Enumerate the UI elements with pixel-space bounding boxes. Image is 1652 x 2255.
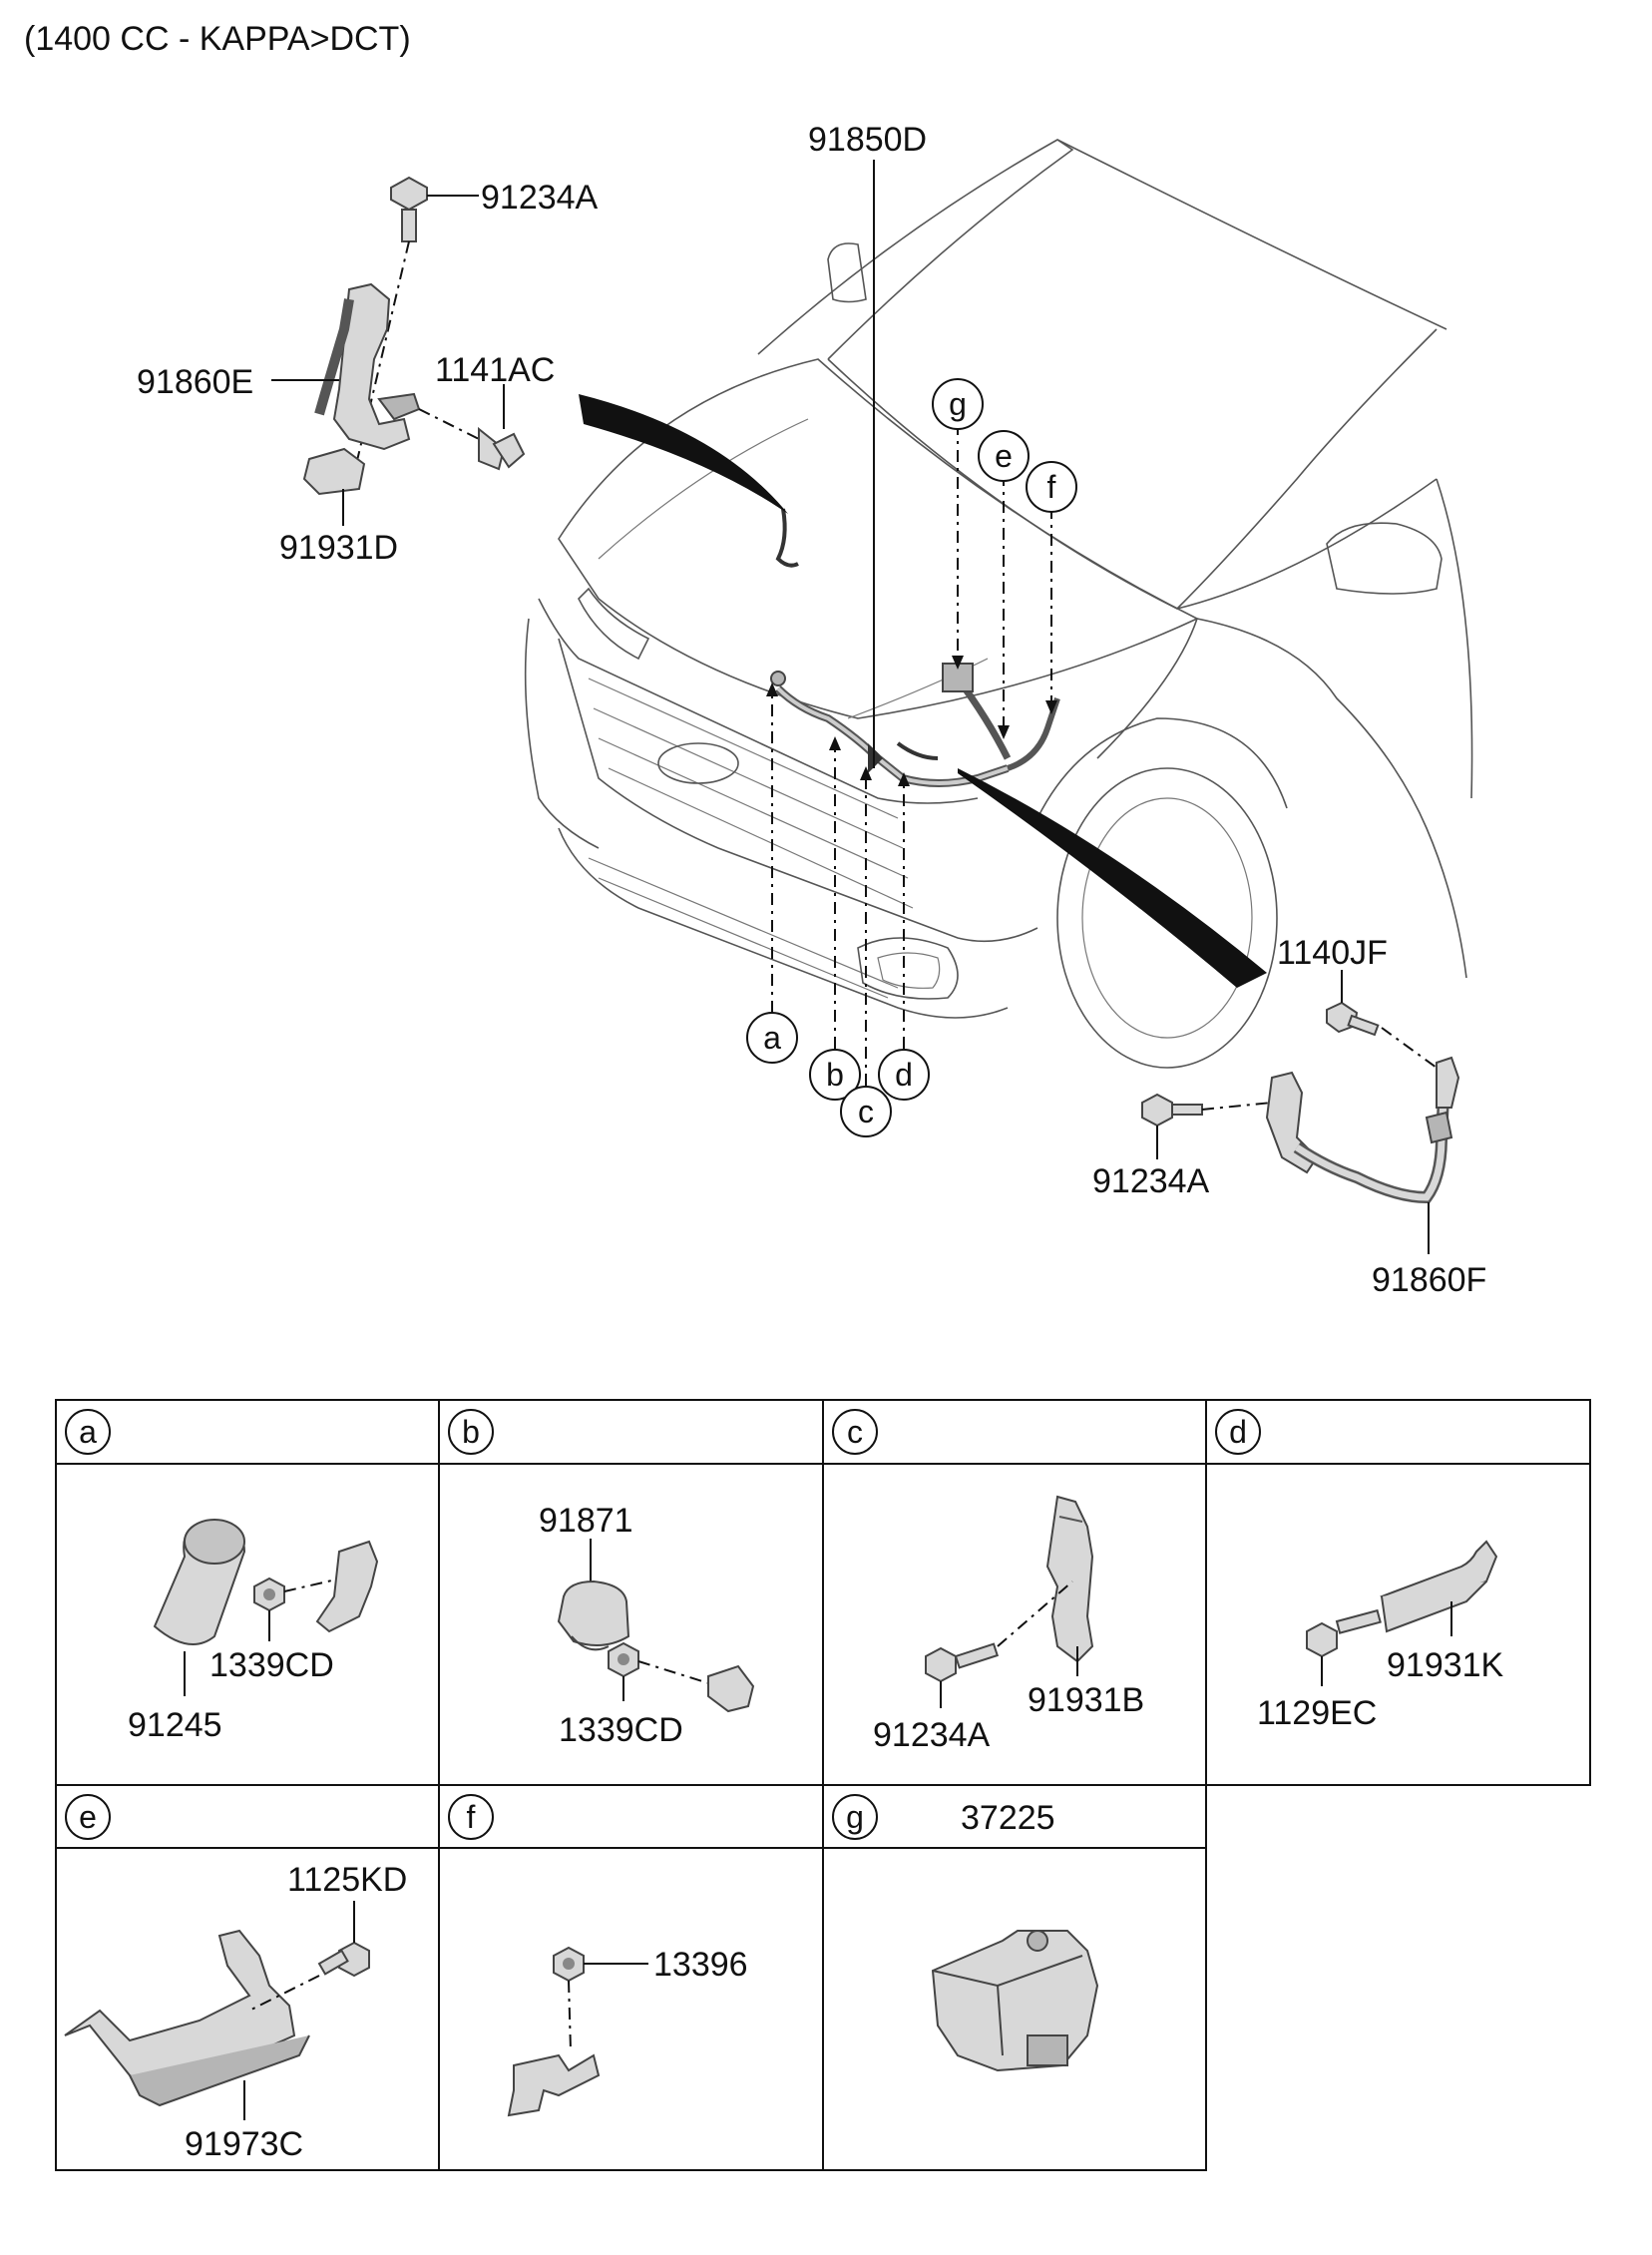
callout-letter-e: e (995, 438, 1013, 474)
cell-a-circle (65, 1409, 111, 1455)
cell-e-letter: e (79, 1799, 97, 1835)
cell-c-letter: c (847, 1414, 863, 1450)
cell-f-circle (448, 1794, 494, 1840)
cell-f-letter: f (467, 1799, 476, 1835)
cell-f-drawing: 13396 (507, 1946, 748, 2117)
label-91234A-right: 91234A (1092, 1162, 1210, 1200)
cell-e-circle (65, 1794, 111, 1840)
cell-a-letter: a (79, 1414, 97, 1450)
cell-d-letter: d (1229, 1414, 1247, 1450)
label-1140JF: 1140JF (1277, 934, 1388, 972)
cell-e-drawing: 1125KD 91973C (64, 1861, 407, 2163)
label-91860F: 91860F (1372, 1261, 1486, 1299)
part-labels: 91850D 91234A 91860E 1141AC 91931D 1140J… (137, 121, 1486, 1299)
detail-table: a b c d e f g 37225 91245 1339CD (55, 1399, 1591, 2171)
callout-circle-e (978, 430, 1030, 482)
cell-b-circle (448, 1409, 494, 1455)
cell-g-header-part: 37225 (961, 1799, 1055, 1837)
cell-g-letter: g (846, 1799, 864, 1835)
cell-e-part-91973C: 91973C (185, 2125, 303, 2163)
cell-b-part-1339CD: 1339CD (559, 1711, 683, 1749)
cell-b-letter: b (462, 1414, 480, 1450)
callout-circle-b (809, 1049, 861, 1101)
cell-c-part-91234A: 91234A (873, 1716, 991, 1754)
callout-circle-f (1026, 461, 1077, 513)
cell-d-part-91931K: 91931K (1387, 1646, 1504, 1684)
cell-f-part-13396: 13396 (653, 1946, 748, 1984)
cell-b-drawing: 91871 1339CD (539, 1502, 755, 1749)
cell-c-drawing: 91234A 91931B (873, 1495, 1144, 1754)
label-1141AC: 1141AC (435, 351, 555, 389)
cell-b-part-91871: 91871 (539, 1502, 633, 1540)
cell-a-drawing: 91245 1339CD (128, 1519, 379, 1744)
callout-circles: a b c d g e f (746, 378, 1077, 1137)
cell-d-part-1129EC: 1129EC (1257, 1694, 1377, 1732)
cell-a-part-91245: 91245 (128, 1706, 222, 1744)
cell-c-circle (832, 1409, 878, 1455)
callout-circle-a (746, 1012, 798, 1064)
label-91234A-top: 91234A (481, 179, 599, 217)
callout-letter-g: g (949, 386, 967, 422)
cell-a-part-1339CD: 1339CD (209, 1646, 334, 1684)
cell-d-circle (1215, 1409, 1261, 1455)
leader-lines (271, 160, 1430, 1254)
label-91850D: 91850D (808, 121, 927, 159)
assembly-91860F (1141, 1001, 1460, 1204)
detail-pointer-top (579, 394, 788, 514)
diagram-title: (1400 CC - KAPPA>DCT) (24, 20, 411, 58)
callout-circle-c (840, 1086, 892, 1137)
cell-g-circle (832, 1794, 878, 1840)
callout-letter-d: d (895, 1057, 913, 1093)
vehicle-outline (524, 139, 1473, 1069)
callout-letter-a: a (763, 1020, 781, 1056)
detail-pointer-right (958, 768, 1267, 988)
assembly-91860E (302, 176, 526, 496)
callout-letter-c: c (858, 1094, 874, 1129)
callout-letter-f: f (1047, 469, 1056, 505)
cell-c-part-91931B: 91931B (1028, 1681, 1144, 1719)
cell-g-drawing (931, 1930, 1099, 2072)
callout-letter-b: b (826, 1057, 844, 1093)
callout-circle-g (932, 378, 984, 430)
label-91931D: 91931D (279, 529, 398, 567)
cell-d-drawing: 1129EC 91931K (1257, 1540, 1504, 1732)
wiring-harness (770, 508, 1060, 787)
label-91860E: 91860E (137, 363, 253, 401)
cell-e-part-1125KD: 1125KD (287, 1861, 407, 1899)
callout-circle-d (878, 1049, 930, 1101)
